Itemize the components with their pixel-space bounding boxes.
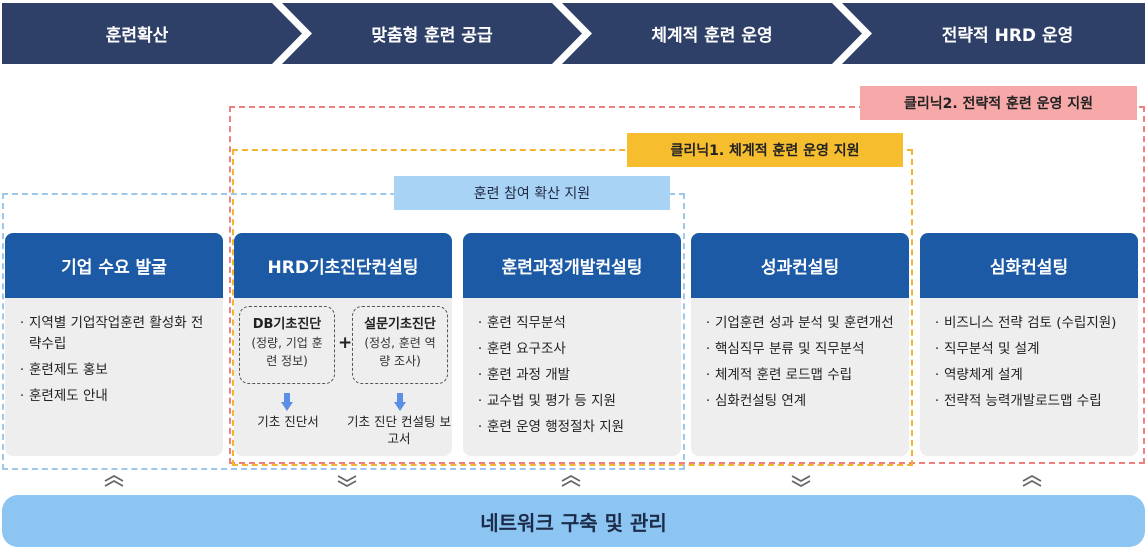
list-item: 훈련제도 안내: [15, 386, 215, 407]
diag-title: DB기초진단: [252, 317, 322, 332]
stage-label: 체계적 훈련 운영: [651, 26, 773, 46]
list-item: 체계적 훈련 로드맵 수립: [701, 365, 901, 386]
list-item: 역량체계 설계: [930, 365, 1130, 386]
stage-arrow-3: 체계적 훈련 운영: [562, 3, 862, 64]
output-consulting-report: 기초 진단 컨설팅 보고서: [347, 414, 451, 446]
list-item: 직무분석 및 설계: [930, 339, 1130, 360]
list-item: 훈련 운영 행정절차 지원: [473, 417, 673, 438]
chevron-down-icon: [791, 475, 811, 488]
column-items: 지역별 기업작업훈련 활성화 전략수립 훈련제도 홍보 훈련제도 안내: [5, 298, 223, 407]
db-diagnosis-box: DB기초진단 (정량, 기업 훈련 정보): [239, 306, 335, 384]
list-item: 훈련 요구조사: [473, 339, 673, 360]
expansion-range: [2, 193, 685, 470]
plus-sign: +: [338, 333, 353, 353]
chevron-up-icon: [104, 474, 124, 487]
clinic1-range: [232, 149, 913, 466]
stage-arrow-2: 맞춤형 훈련 공급: [282, 3, 582, 64]
list-item: 비즈니스 전략 검토 (수립지원): [930, 313, 1130, 334]
chevron-up-icon: [561, 474, 581, 487]
clinic2-range: [229, 106, 1145, 464]
list-item: 훈련제도 홍보: [15, 360, 215, 381]
list-item: 훈련 직무분석: [473, 313, 673, 334]
column-items: 비즈니스 전략 검토 (수립지원) 직무분석 및 설계 역량체계 설계 전략적 …: [920, 298, 1138, 412]
down-arrow-icon: [394, 393, 406, 411]
column-title: 기업 수요 발굴: [5, 233, 223, 298]
stage-label: 맞춤형 훈련 공급: [371, 26, 493, 46]
clinic2-tag: 클리닉2. 전략적 훈련 운영 지원: [860, 86, 1137, 120]
diag-subtitle: (정성, 훈련 역량 조사): [364, 336, 436, 368]
column-hrd-basic-diagnosis: HRD기초진단컨설팅 DB기초진단 (정량, 기업 훈련 정보) + 설문기초진…: [234, 233, 452, 456]
diag-title: 설문기초진단: [364, 317, 436, 332]
output-basic-diagnosis: 기초 진단서: [257, 414, 319, 429]
column-title: HRD기초진단컨설팅: [234, 233, 452, 298]
network-bar: 네트워크 구축 및 관리: [2, 495, 1145, 547]
chevron-down-icon: [337, 475, 357, 488]
survey-diagnosis-box: 설문기초진단 (정성, 훈련 역량 조사): [352, 306, 448, 384]
list-item: 핵심직무 분류 및 직무분석: [701, 339, 901, 360]
column-performance-consulting: 성과컨설팅 기업훈련 성과 분석 및 훈련개선 핵심직무 분류 및 직무분석 체…: [691, 233, 909, 456]
column-course-development: 훈련과정개발컨설팅 훈련 직무분석 훈련 요구조사 훈련 과정 개발 교수법 및…: [463, 233, 681, 456]
list-item: 기업훈련 성과 분석 및 훈련개선: [701, 313, 901, 334]
stage-label: 전략적 HRD 운영: [941, 26, 1074, 46]
stage-arrow-1: 훈련확산: [2, 3, 302, 64]
stage-label: 훈련확산: [105, 26, 169, 46]
column-title: 성과컨설팅: [691, 233, 909, 298]
column-demand-discovery: 기업 수요 발굴 지역별 기업작업훈련 활성화 전략수립 훈련제도 홍보 훈련제…: [5, 233, 223, 456]
column-advanced-consulting: 심화컨설팅 비즈니스 전략 검토 (수립지원) 직무분석 및 설계 역량체계 설…: [920, 233, 1138, 456]
list-item: 교수법 및 평가 등 지원: [473, 391, 673, 412]
column-items: 훈련 직무분석 훈련 요구조사 훈련 과정 개발 교수법 및 평가 등 지원 훈…: [463, 298, 681, 438]
diag-subtitle: (정량, 기업 훈련 정보): [251, 336, 323, 368]
expansion-tag: 훈련 참여 확산 지원: [394, 176, 670, 210]
down-arrow-icon: [281, 393, 293, 411]
clinic1-tag: 클리닉1. 체계적 훈련 운영 지원: [627, 133, 903, 167]
stage-arrow-4: 전략적 HRD 운영: [842, 3, 1145, 64]
list-item: 심화컨설팅 연계: [701, 391, 901, 412]
column-title: 훈련과정개발컨설팅: [463, 233, 681, 298]
list-item: 훈련 과정 개발: [473, 365, 673, 386]
list-item: 전략적 능력개발로드맵 수립: [930, 391, 1130, 412]
list-item: 지역별 기업작업훈련 활성화 전략수립: [15, 313, 215, 355]
column-title: 심화컨설팅: [920, 233, 1138, 298]
chevron-up-icon: [1022, 474, 1042, 487]
column-items: 기업훈련 성과 분석 및 훈련개선 핵심직무 분류 및 직무분석 체계적 훈련 …: [691, 298, 909, 412]
